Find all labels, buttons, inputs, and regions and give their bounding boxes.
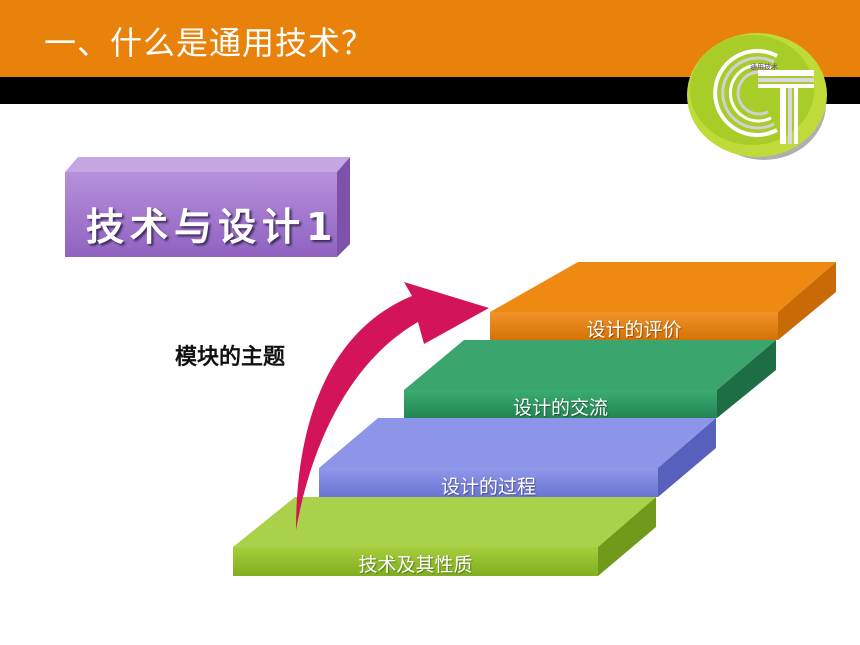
- step-4: [490, 262, 836, 340]
- theme-label: 模块的主题: [175, 345, 286, 370]
- step-label-3: 设计的交流: [512, 397, 608, 419]
- step-label-2: 设计的过程: [440, 476, 536, 498]
- step-label-4: 设计的评价: [586, 319, 682, 341]
- curved-arrow-icon: [296, 282, 489, 530]
- page-title: 一、什么是通用技术？: [44, 24, 375, 62]
- step-3: [404, 340, 776, 418]
- logo-text: 通用技术: [750, 62, 778, 71]
- logo-icon: 通用技术: [687, 33, 827, 160]
- step-2: [319, 418, 716, 497]
- step-1: [233, 497, 656, 576]
- step-label-1: 技术及其性质: [358, 554, 473, 576]
- subtitle-text: 技术与设计1: [86, 205, 339, 249]
